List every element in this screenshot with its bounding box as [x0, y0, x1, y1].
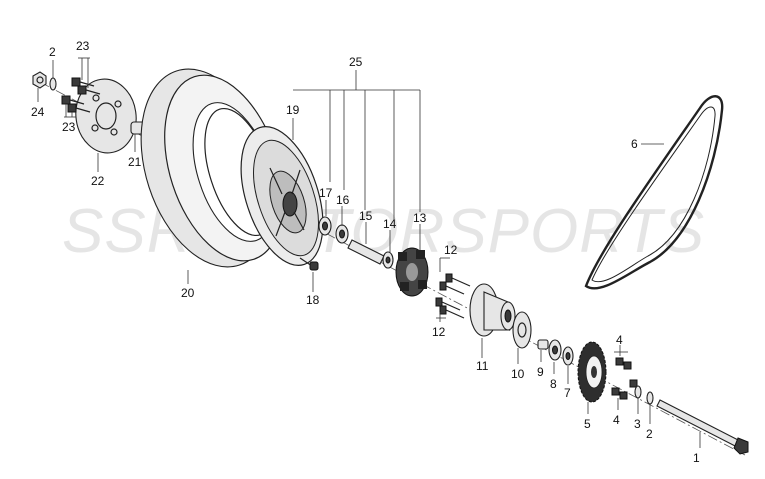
- nut-24: [32, 71, 47, 89]
- callout-23-top: 23: [76, 39, 90, 53]
- callout-19: 19: [286, 103, 300, 117]
- callout-13: 13: [413, 211, 427, 225]
- callout-24: 24: [31, 105, 45, 119]
- studs-12: [435, 273, 471, 319]
- callout-2-left: 2: [49, 45, 56, 59]
- seal-7: [562, 346, 574, 366]
- axle-1: [656, 399, 749, 455]
- callout-1: 1: [693, 451, 700, 465]
- bearing-8: [548, 339, 562, 361]
- callout-12-bottom: 12: [432, 325, 446, 339]
- callout-17: 17: [319, 186, 333, 200]
- bearing-14: [382, 251, 394, 269]
- callout-23-bottom: 23: [62, 120, 76, 134]
- rim: [240, 126, 324, 266]
- callout-14: 14: [383, 217, 397, 231]
- brake-disc: [75, 78, 137, 154]
- sprocket-hub-11: [469, 283, 516, 337]
- flange-10: [512, 311, 532, 349]
- chain-6: [584, 95, 724, 290]
- sprocket-nuts-4: [611, 357, 638, 400]
- callout-16: 16: [336, 193, 350, 207]
- callout-15: 15: [359, 209, 373, 223]
- bearing-17: [318, 216, 332, 236]
- callout-10: 10: [511, 367, 525, 381]
- sleeve-15: [347, 239, 385, 265]
- callout-4-bottom: 4: [613, 413, 620, 427]
- callout-12-top: 12: [444, 243, 458, 257]
- callout-21: 21: [128, 155, 142, 169]
- damper-13: [395, 247, 429, 297]
- callout-20: 20: [181, 286, 195, 300]
- callout-9: 9: [537, 365, 544, 379]
- callout-7: 7: [564, 386, 571, 400]
- callout-labels: 1 2 2 3 4 4 5 6 7 8 9 10 11 12 12 13 14 …: [31, 39, 700, 465]
- spacer-3: [634, 385, 642, 399]
- callout-22: 22: [91, 174, 105, 188]
- callout-8: 8: [550, 377, 557, 391]
- collar-9: [537, 339, 549, 350]
- washer-2-left: [49, 77, 57, 91]
- leader-lines: [37, 57, 701, 448]
- washer-2-right: [646, 391, 654, 405]
- disc-bolts: [61, 77, 101, 113]
- callout-18: 18: [306, 293, 320, 307]
- valve-stem: [299, 257, 319, 271]
- callout-5: 5: [584, 417, 591, 431]
- callout-6: 6: [631, 137, 638, 151]
- callout-3: 3: [634, 417, 641, 431]
- seal-16: [335, 224, 349, 244]
- callout-2-right: 2: [646, 427, 653, 441]
- callout-25: 25: [349, 55, 363, 69]
- callout-11: 11: [476, 359, 489, 373]
- sprocket-5: [577, 341, 607, 403]
- callout-4-top: 4: [616, 333, 623, 347]
